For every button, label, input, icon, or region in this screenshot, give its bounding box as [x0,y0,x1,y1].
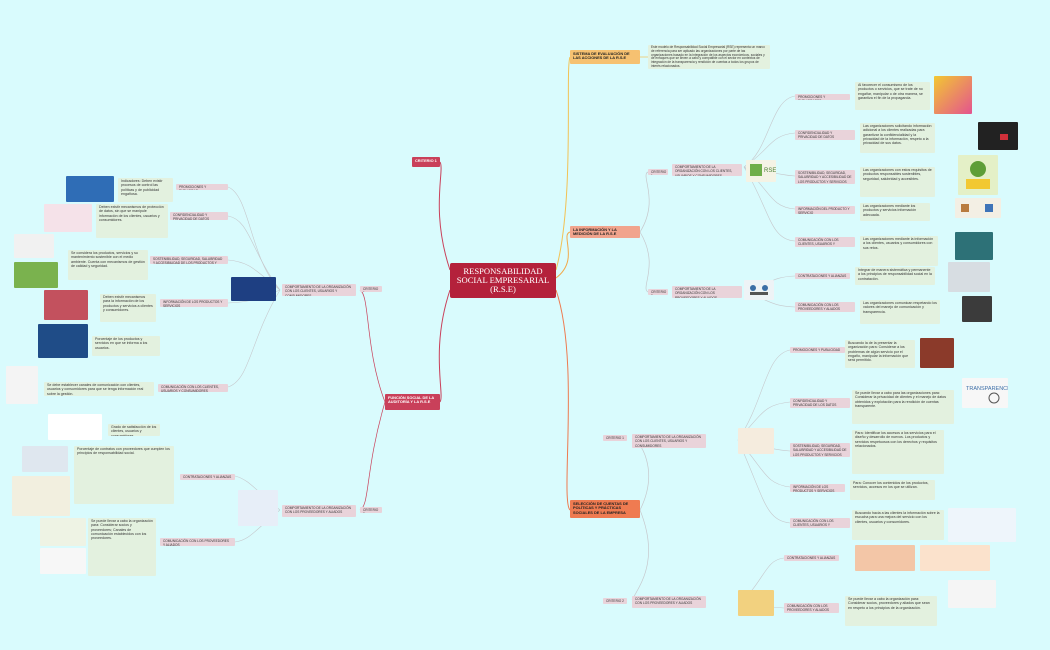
sel-informacion-text: Para: Conocer los contenidos de los prod… [850,480,935,500]
left-promociones-text: Indicadores: Deben existir procesos de c… [118,178,173,202]
info-contrataciones-label[interactable]: CONTRATACIONES Y ALIANZAS [795,273,850,279]
transparency-image: TRANSPARENCIA [962,378,1013,408]
faces-collage-image [920,338,954,368]
exchange-image [955,198,1001,218]
sdg-list-image [6,366,38,404]
left-confidencialidad-label[interactable]: CONFIDENCIALIDAD Y PRIVACIDAD DE DATOS [170,212,228,220]
planning-image [738,428,774,454]
info-comunicacion-proveedores-text: Las organizaciones comunican respetando … [860,300,940,324]
info-informacion-label[interactable]: INFORMACIÓN DEL PRODUCTO Y SERVICIO [795,206,855,214]
left-extra-text-2: Porcentaje de los productos y servicios … [92,336,160,356]
sel-comunicacion-proveedores-text: Se puede llevar a cabo la organización p… [845,596,937,626]
left-informacion-text: Deben existir mecanismos para la informa… [100,294,156,322]
presentation-image [955,232,993,260]
sel-promociones-label[interactable]: PROMOCIONES Y PUBLICIDAD [790,347,845,353]
left-confidencialidad-text: Deben existir mecanismos de protección d… [96,204,168,238]
sel-confidencialidad-label[interactable]: CONFIDENCIALIDAD Y PRIVACIDAD DE LOS DAT… [790,398,850,408]
service-people-image [948,508,1016,542]
info-sostenibilidad-label[interactable]: SOSTENIBILIDAD, SEGURIDAD, SALUBRIDAD Y … [795,170,855,184]
meeting-image [948,262,990,292]
suppliers-image [962,296,992,322]
left-comunicacion-text: Se debe establecer canales de comunicaci… [44,382,154,396]
left-promociones-label[interactable]: PROMOCIONES Y PUBLICIDAD [176,184,228,190]
network-image [40,548,86,574]
info-criterio-2[interactable]: CRITERIO 2 [648,289,668,295]
partners-image [738,590,774,616]
branch-sistema-evaluacion[interactable]: SISTEMA DE EVALUACIÓN DE LAS ACCIONES DE… [570,50,640,64]
left-comunicacion-proveedores-text: Se puede llevar a cabo la organización p… [88,518,156,576]
environment-image [14,262,58,288]
product-info-image [44,290,88,320]
privacy-image [44,204,92,232]
left-contrataciones-text: Porcentaje de contratos con proveedores … [74,446,174,504]
trades-image [12,476,70,516]
left-comunicacion-proveedores-label[interactable]: COMUNICACIÓN CON LOS PROVEEDORES Y ALIAD… [160,538,235,546]
info-confidencialidad-label[interactable]: CONFIDENCIALIDAD Y PRIVACIDAD DE DATOS [795,130,855,140]
info-comunicacion-text: Las organizaciones mediante la informaci… [860,236,938,266]
branch-funcion-social[interactable]: FUNCIÓN SOCIAL DE LA AUDITORÍA Y LA R.S.… [385,394,440,410]
info-informacion-text: Las organizaciones mediante los producto… [860,203,930,221]
sistema-evaluacion-text: Este modelo de Responsabilidad Social Em… [648,45,770,69]
rse-logo-image: RSE [746,160,776,182]
info-promociones-label[interactable]: PROMOCIONES Y PUBLICIDADES [795,94,850,100]
left-extra-text: Grado de satisfacción de los clientes, u… [108,424,160,436]
info-contrataciones-text: Integrar de manera sistemática y permane… [855,267,935,285]
marketing-image [66,176,114,202]
sel-c1-title[interactable]: COMPORTAMIENTO DE LA ORGANIZACIÓN CON LO… [632,434,706,448]
sel-promociones-text: Buscando la de la presentar la organizac… [845,340,915,368]
suppliers-diagram-image [238,490,278,526]
sel-sostenibilidad-label[interactable]: SOSTENIBILIDAD, SEGURIDAD, SALUBRIDAD Y … [790,443,850,457]
training-image [231,277,276,301]
info-c1-title[interactable]: COMPORTAMIENTO DE LA ORGANIZACIÓN CON LO… [672,164,742,176]
left-criterio-2[interactable]: CRITERIO 2 [360,507,382,513]
info-sostenibilidad-text: Las organizaciones con estos requisitos … [860,167,935,197]
handshake-image [744,280,774,300]
report-table-image [948,580,996,608]
info-c2-title[interactable]: COMPORTAMIENTO DE LA ORGANIZACIÓN CON LO… [672,286,742,298]
left-contrataciones-label[interactable]: CONTRATACIONES Y ALIANZAS [180,474,235,480]
left-sostenibilidad-text: Se considera los productos, servicios y … [68,250,148,280]
left-criterio-1-tag[interactable]: CRITERIO 1 [412,157,440,167]
sel-criterio-2[interactable]: CRITERIO 2 [603,598,627,604]
svg-text:RSE: RSE [764,168,776,174]
info-comunicacion-label[interactable]: COMUNICACIÓN CON LOS CLIENTES, USUARIOS … [795,237,855,247]
consumer-info-image [38,324,88,358]
sel-sostenibilidad-text: Para: Identificar los accesos a los serv… [852,430,944,474]
left-criterio-1[interactable]: CRITERIO 1 [360,286,382,292]
left-c1-title[interactable]: COMPORTAMIENTO DE LA ORGANIZACIÓN CON LO… [282,284,356,296]
sdg-goals-image [14,234,54,258]
sel-comunicacion-label[interactable]: COMUNICACIÓN CON LOS CLIENTES, USUARIOS … [790,518,850,528]
central-topic[interactable]: RESPONSABILIDAD SOCIAL EMPRESARIAL (R.S.… [450,263,556,298]
sel-c2-title[interactable]: COMPORTAMIENTO DE LA ORGANIZACIÓN CON LO… [632,596,706,608]
sustainability-image [958,155,998,195]
sel-comunicacion-proveedores-label[interactable]: COMUNICACIÓN CON LOS PROVEEDORES Y ALIAD… [784,603,839,613]
svg-text:TRANSPARENCIA: TRANSPARENCIA [966,386,1008,392]
contracts-image [22,446,68,472]
left-comunicacion-label[interactable]: COMUNICACIÓN CON LOS CLIENTES, USUARIOS … [158,384,228,392]
branch-seleccion-cuentas[interactable]: SELECCIÓN DE CUENTAS DE POLÍTICAS Y PRÁC… [570,500,640,518]
sel-contrataciones-label[interactable]: CONTRATACIONES Y ALIANZAS [784,555,839,561]
promotion-image [934,76,972,114]
keyboard-image [978,122,1018,150]
sel-confidencialidad-text: Se puede llevar a cabo para las organiza… [852,390,954,424]
left-c2-title[interactable]: COMPORTAMIENTO DE LA ORGANIZACIÓN CON LO… [282,505,356,517]
strategy-image [40,518,86,546]
contract-document-image [855,545,915,571]
info-confidencialidad-text: Las organizaciones solicitando informaci… [860,123,935,153]
branch-informacion-medicion[interactable]: LA INFORMACIÓN Y LA MEDICIÓN DE LA R.S.E [570,226,640,238]
left-sostenibilidad-label[interactable]: SOSTENIBILIDAD, SEGURIDAD, SALUBRIDAD Y … [150,256,228,264]
left-informacion-label[interactable]: INFORMACIÓN DE LOS PRODUCTOS Y SERVICIOS [160,299,228,307]
contract-document-image-2 [920,545,990,571]
sel-criterio-1[interactable]: CRITERIO 1 [603,435,627,441]
info-criterio-1[interactable]: CRITERIO 1 [648,169,668,175]
sel-comunicacion-text: Buscando hacia a las clientes la informa… [852,510,944,540]
info-promociones-text: Al favorecer el consumismo de los produc… [855,82,930,110]
sel-informacion-label[interactable]: INFORMACIÓN DE LOS PRODUCTOS Y SERVICIOS [790,484,845,492]
info-comunicacion-proveedores-label[interactable]: COMUNICACIÓN CON LOS PROVEEDORES Y ALIAD… [795,302,855,312]
satisfaction-image [48,414,102,440]
